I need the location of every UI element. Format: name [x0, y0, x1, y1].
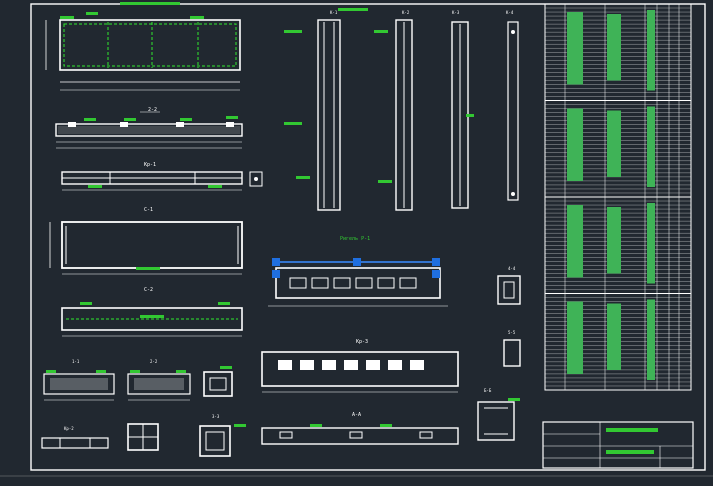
column-label: К-2 [402, 10, 410, 15]
section-label: С-2 [144, 287, 153, 293]
section-label: С-1 [144, 207, 153, 213]
schedule-cell-fill [607, 110, 621, 177]
sheet-frame [30, 3, 706, 471]
schedule-cell-fill [607, 14, 621, 81]
section-5-2[interactable]: 2-2 [127, 359, 191, 401]
grip-right[interactable] [432, 258, 440, 266]
section-a-a[interactable]: А-А [261, 412, 459, 445]
title-block[interactable] [542, 421, 694, 469]
grip-mid[interactable] [353, 258, 361, 266]
column-elevation-1[interactable]: К-1 [284, 8, 368, 211]
grip-left-lower[interactable] [272, 270, 280, 278]
rebar-schedule-table[interactable] [544, 3, 692, 391]
column-label: К-4 [506, 10, 514, 15]
section-label: 2-2 [150, 359, 158, 364]
section-label: Кр-2 [64, 426, 74, 431]
frame-kr-1[interactable]: Кр-1 [61, 162, 263, 191]
section-label: 5-5 [508, 330, 516, 335]
schedule-cell-fill [647, 10, 655, 91]
section-5-1[interactable]: 1-1 [43, 359, 115, 401]
column-elevation-3[interactable]: К-3 [451, 10, 474, 209]
column-label: К-1 [330, 10, 338, 15]
section-label: 3-3 [212, 414, 220, 419]
schedule-cell-fill [607, 303, 621, 370]
small-section-k3[interactable]: Б-Б [477, 388, 520, 441]
section-label: 1-1 [72, 359, 80, 364]
schedule-cell-fill [567, 205, 583, 278]
small-section-k2[interactable]: 5-5 [503, 330, 521, 367]
section-box-1[interactable] [203, 366, 233, 397]
section-label: Кр-1 [144, 162, 156, 168]
mesh-c-1[interactable]: С-1 [49, 207, 243, 275]
section-label: 2-2 [148, 107, 157, 113]
section-label: Кр-3 [356, 339, 368, 345]
frame-kr-3[interactable]: Кр-3 [261, 339, 459, 393]
section-label: Б-Б [484, 388, 492, 393]
schedule-cell-fill [647, 106, 655, 187]
mesh-c-2[interactable]: С-2 [61, 287, 243, 337]
column-label: К-3 [452, 10, 460, 15]
section-box-2[interactable] [127, 423, 159, 451]
section-box-3[interactable]: 3-3 [199, 414, 246, 457]
plan-view-top[interactable] [45, 2, 241, 91]
schedule-cell-fill [647, 299, 655, 380]
frame-kr-2[interactable]: Кр-2 [41, 426, 109, 449]
schedule-cell-fill [607, 207, 621, 274]
small-section-k1[interactable]: 4-4 [497, 266, 521, 305]
section-label: А-А [352, 412, 361, 418]
schedule-cell-fill [567, 301, 583, 374]
beam-r-1-selected[interactable]: Ригель Р-1 [268, 236, 448, 307]
schedule-cell-fill [567, 108, 583, 181]
selected-object-label: Ригель Р-1 [340, 236, 370, 242]
section-label: 4-4 [508, 266, 516, 271]
schedule-cell-fill [567, 12, 583, 85]
grip-left[interactable] [272, 258, 280, 266]
schedule-cell-fill [647, 203, 655, 284]
section-2-2[interactable]: 2-2 [55, 107, 243, 149]
column-elevation-4[interactable]: К-4 [506, 10, 519, 201]
column-elevation-2[interactable]: К-2 [374, 10, 413, 211]
grip-right-lower[interactable] [432, 270, 440, 278]
